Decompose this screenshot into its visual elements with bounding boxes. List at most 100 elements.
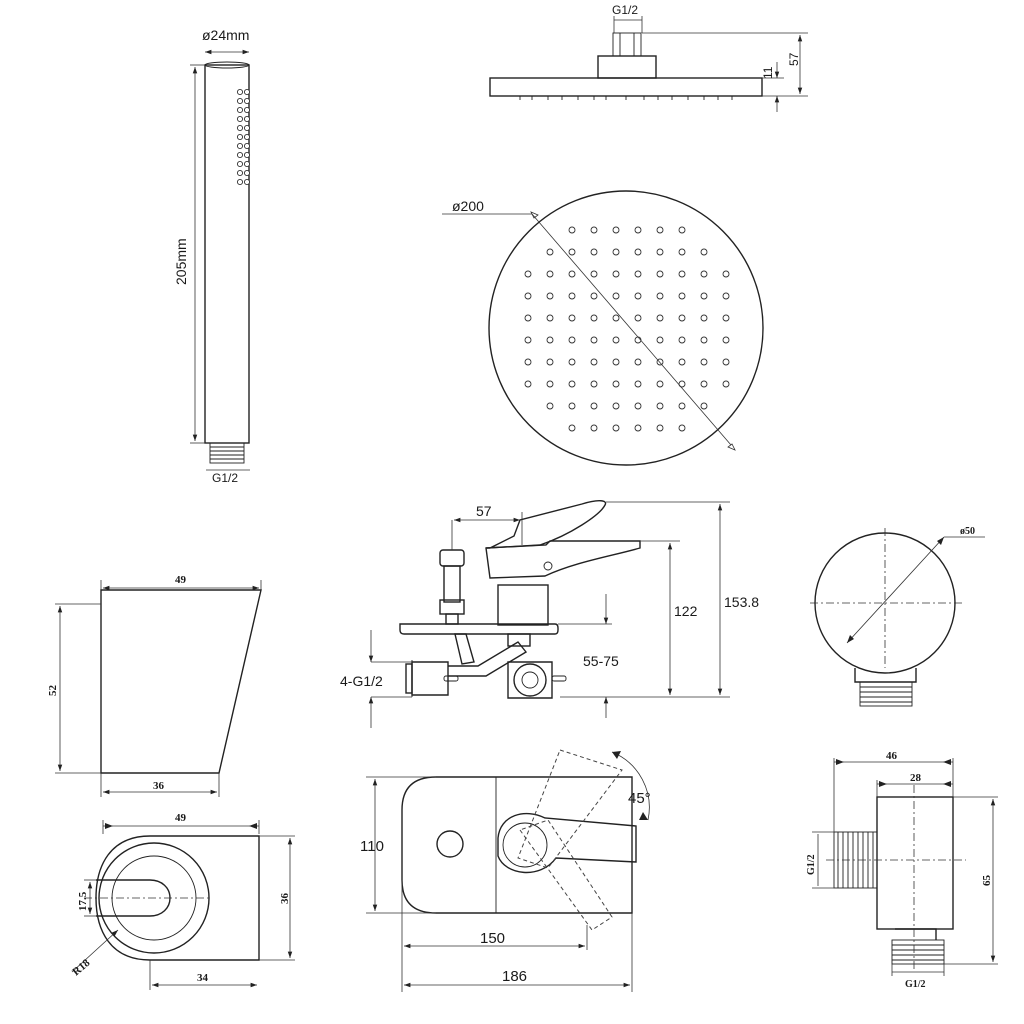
nozzle-hole bbox=[568, 292, 576, 300]
nozzle-hole bbox=[678, 314, 686, 322]
nozzle-hole bbox=[612, 380, 620, 388]
nozzle-hole bbox=[568, 402, 576, 410]
nozzle-hole bbox=[656, 336, 664, 344]
nozzle-hole bbox=[546, 248, 554, 256]
nozzle-hole bbox=[678, 226, 686, 234]
nozzle-hole bbox=[678, 424, 686, 432]
nozzle-hole bbox=[546, 292, 554, 300]
holder-depth-label: 36 bbox=[279, 893, 291, 905]
nozzle-hole bbox=[656, 226, 664, 234]
nozzle-hole bbox=[634, 424, 642, 432]
nozzle-hole bbox=[612, 402, 620, 410]
elbow-width-label: 46 bbox=[886, 750, 898, 762]
nozzle-hole bbox=[590, 270, 598, 278]
holder-top-width-label: 49 bbox=[175, 574, 187, 586]
mixer-angle-label: 45° bbox=[628, 790, 651, 807]
elbow-diameter-label: ø50 bbox=[960, 526, 975, 537]
holder-height-label: 52 bbox=[47, 685, 59, 697]
nozzle-hole bbox=[590, 248, 598, 256]
mixer-range-label: 55-75 bbox=[583, 653, 619, 669]
nozzle-hole bbox=[568, 358, 576, 366]
elbow-side-thread-label: G1/2 bbox=[806, 854, 817, 875]
hand-shower-length-label: 205mm bbox=[173, 238, 189, 285]
nozzle-hole bbox=[590, 336, 598, 344]
nozzle-hole bbox=[568, 248, 576, 256]
nozzle-hole bbox=[612, 314, 620, 322]
holder-top-view: 49 36 34 17.5 R18 bbox=[70, 812, 295, 990]
nozzle-hole bbox=[656, 424, 664, 432]
mixer-total-width-label: 186 bbox=[502, 968, 527, 985]
mixer-top-height-label: 110 bbox=[360, 838, 384, 855]
holder-base-label: 34 bbox=[197, 972, 209, 984]
shower-head-side-nozzles bbox=[519, 96, 733, 100]
nozzle-hole bbox=[634, 248, 642, 256]
nozzle-hole bbox=[546, 358, 554, 366]
nozzle-hole bbox=[612, 270, 620, 278]
nozzle-hole bbox=[546, 402, 554, 410]
hand-shower-thread-label: G1/2 bbox=[212, 471, 238, 485]
nozzle-hole bbox=[590, 226, 598, 234]
holder-radius-label: R18 bbox=[70, 957, 93, 979]
hand-shower-diameter-label: ø24mm bbox=[202, 27, 249, 43]
nozzle-hole bbox=[546, 314, 554, 322]
holder-top-width-label-2: 49 bbox=[175, 812, 187, 824]
nozzle-hole bbox=[524, 336, 532, 344]
nozzle-hole bbox=[612, 336, 620, 344]
nozzle-hole bbox=[612, 248, 620, 256]
shower-head-diameter-label: ø200 bbox=[452, 198, 484, 214]
holder-bottom-width-label: 36 bbox=[153, 780, 165, 792]
nozzle-hole bbox=[524, 270, 532, 278]
nozzle-hole bbox=[722, 358, 730, 366]
elbow-front-view: ø50 bbox=[810, 526, 985, 707]
nozzle-hole bbox=[590, 380, 598, 388]
nozzle-hole bbox=[722, 336, 730, 344]
nozzle-hole bbox=[524, 358, 532, 366]
nozzle-hole bbox=[524, 380, 532, 388]
hand-shower-nozzles bbox=[236, 88, 251, 186]
nozzle-hole bbox=[678, 380, 686, 388]
nozzle-hole bbox=[678, 270, 686, 278]
nozzle-hole bbox=[634, 380, 642, 388]
nozzle-hole bbox=[546, 270, 554, 278]
nozzle-hole bbox=[634, 402, 642, 410]
mixer-outlets-label: 4-G1/2 bbox=[340, 673, 383, 689]
elbow-side-view: 46 28 65 G1/2 G1/2 bbox=[806, 750, 998, 990]
nozzle-hole bbox=[612, 424, 620, 432]
nozzle-hole bbox=[700, 270, 708, 278]
nozzle-hole bbox=[612, 292, 620, 300]
nozzle-hole bbox=[568, 314, 576, 322]
nozzle-hole bbox=[656, 292, 664, 300]
holder-offset-label: 17.5 bbox=[77, 891, 89, 911]
mixer-front-view: 57 122 153.8 55-75 4-G1/2 bbox=[340, 500, 759, 728]
nozzle-hole bbox=[700, 248, 708, 256]
nozzle-hole bbox=[568, 226, 576, 234]
shower-head-side-view: G1/2 57 11 bbox=[489, 3, 808, 112]
elbow-inner-label: 28 bbox=[910, 772, 922, 784]
elbow-bottom-thread-label: G1/2 bbox=[905, 979, 926, 990]
shower-head-top-view: ø200 bbox=[442, 190, 764, 466]
nozzle-hole bbox=[568, 380, 576, 388]
nozzle-hole bbox=[700, 336, 708, 344]
nozzle-hole bbox=[656, 248, 664, 256]
nozzle-hole bbox=[722, 270, 730, 278]
elbow-height-label: 65 bbox=[981, 875, 993, 887]
nozzle-hole bbox=[700, 358, 708, 366]
hand-shower-view: ø24mm 205mm G1/2 bbox=[173, 27, 251, 485]
nozzle-hole bbox=[612, 226, 620, 234]
shower-head-thickness-label: 11 bbox=[761, 66, 775, 79]
nozzle-hole bbox=[678, 292, 686, 300]
nozzle-hole bbox=[590, 292, 598, 300]
nozzle-hole bbox=[722, 292, 730, 300]
nozzle-hole bbox=[678, 358, 686, 366]
nozzle-hole bbox=[722, 380, 730, 388]
nozzle-hole bbox=[722, 314, 730, 322]
mixer-inner-width-label: 150 bbox=[480, 930, 505, 947]
mixer-handle-rotated-outline bbox=[517, 749, 623, 931]
nozzle-hole bbox=[568, 424, 576, 432]
nozzle-hole bbox=[568, 336, 576, 344]
nozzle-hole bbox=[656, 402, 664, 410]
nozzle-hole bbox=[546, 380, 554, 388]
nozzle-hole bbox=[634, 314, 642, 322]
holder-side-view: 49 36 52 bbox=[47, 574, 262, 797]
